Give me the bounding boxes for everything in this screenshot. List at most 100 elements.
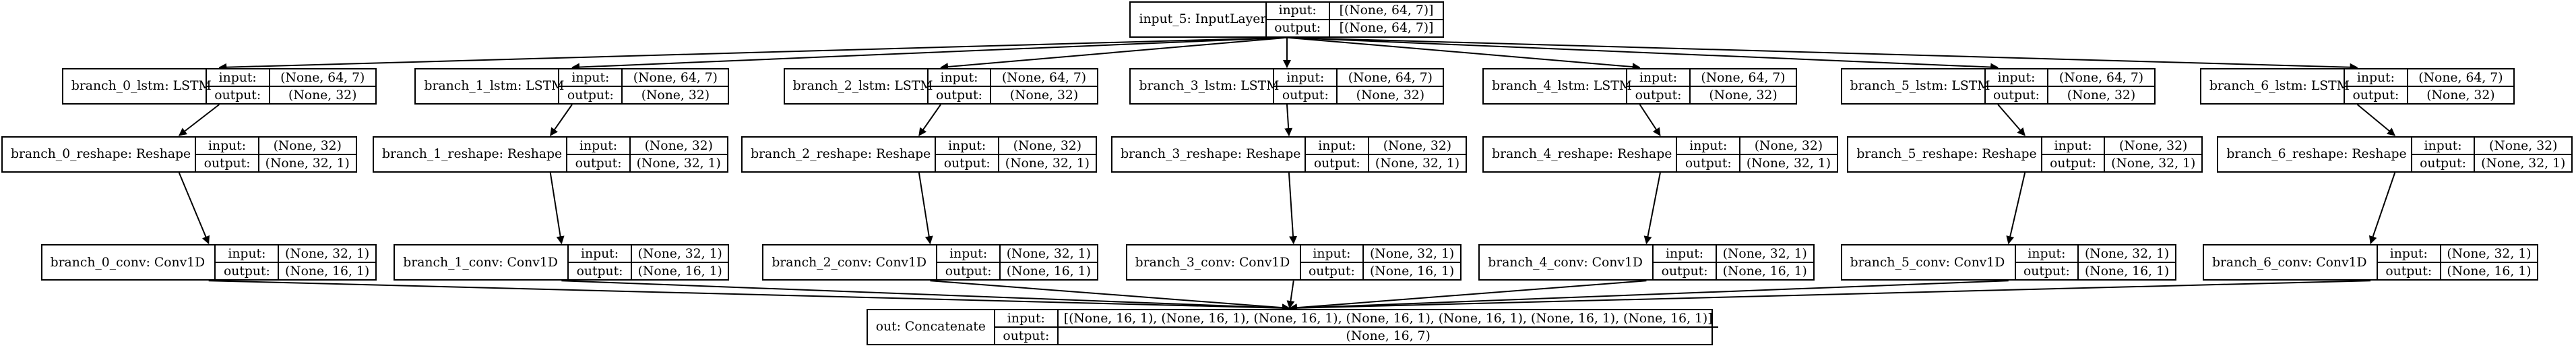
output-shape: (None, 32, 1) <box>1005 156 1090 171</box>
input-row: input: (None, 32) <box>936 138 1095 154</box>
output-row: output:(None, 32) <box>1627 86 1796 103</box>
edge-conv2-to-out <box>930 280 1290 312</box>
input-row: input:(None, 32) <box>1306 138 1465 154</box>
input-row: input:(None, 32) <box>1677 138 1836 154</box>
output-shape: (None, 32, 1) <box>636 156 721 171</box>
input-label: input: <box>2345 69 2408 86</box>
layer-ports: input: [(None, 16, 1), (None, 16, 1), (No… <box>995 310 1718 344</box>
input-label: input: <box>937 245 1001 262</box>
output-row: output:(None, 16, 1) <box>569 262 728 280</box>
layer-ports: input:(None, 32)output:(None, 32, 1) <box>1677 138 1837 171</box>
layer-ports: input:(None, 64, 7)output:(None, 32) <box>559 69 728 103</box>
output-shape: [(None, 64, 7)] <box>1339 21 1434 36</box>
output-shape: (None, 16, 1) <box>1006 264 1091 279</box>
input-shape: (None, 32, 1) <box>1722 246 1807 261</box>
output-row: output:(None, 32) <box>2345 86 2514 103</box>
edge-resh3-to-conv3 <box>1288 172 1298 245</box>
input-label: input: <box>567 138 631 154</box>
output-label: output: <box>937 263 1001 280</box>
input-row: input:(None, 32, 1) <box>937 245 1096 262</box>
input-shape: (None, 32) <box>1013 138 1082 153</box>
layer-ports: input:(None, 32, 1)output: (None, 16, 1) <box>937 245 1097 280</box>
edge-lstm4-to-resh4 <box>1639 104 1661 136</box>
edge-conv5-to-out <box>1288 280 2009 312</box>
output-label: output: <box>2412 155 2476 171</box>
input-row: input:[(None, 64, 7)] <box>1267 2 1443 19</box>
layer-name: branch_5_lstm: LSTM <box>1842 69 1990 103</box>
input-label: input: <box>559 69 623 86</box>
layer-name: branch_1_reshape: Reshape <box>374 138 568 171</box>
edge-lstm1-to-resh1 <box>549 104 573 136</box>
input-row: input:(None, 64, 7) <box>1986 69 2154 86</box>
output-row: output:(None, 16, 1) <box>2015 262 2175 280</box>
layer-ports: input:(None, 32, 1)output:(None, 16, 1) <box>1300 245 1460 280</box>
output-row: output:(None, 32) <box>928 86 1097 103</box>
output-shape: (None, 16, 7) <box>1346 328 1431 343</box>
input-shape: (None, 64, 7) <box>1001 70 1087 85</box>
input-label: input: <box>936 138 1000 154</box>
edge-input-to-lstm4 <box>1286 36 1641 71</box>
input-shape: (None, 64, 7) <box>1348 70 1433 85</box>
output-label: output: <box>216 263 280 280</box>
input-row: input:(None, 64, 7) <box>559 69 728 86</box>
edge-lstm5-to-resh5 <box>1997 104 2025 136</box>
input-shape: (None, 32) <box>1383 138 1452 153</box>
layer-ports: input:(None, 32)output:(None, 32, 1) <box>567 138 727 171</box>
layer-ports: input:(None, 64, 7)output:(None, 32) <box>1985 69 2154 103</box>
edge-conv1-to-out <box>561 280 1290 312</box>
layer-name: branch_3_conv: Conv1D <box>1127 245 1301 280</box>
layer-ports: input:(None, 64, 7)output:(None, 32) <box>1627 69 1796 103</box>
output-shape: (None, 16, 1) <box>1722 264 1807 279</box>
edge-conv0-to-out <box>208 280 1290 312</box>
input-shape: [(None, 16, 1), (None, 16, 1), (None, 16… <box>1063 311 1713 326</box>
input-label: input: <box>216 245 280 262</box>
layer-ports: input:(None, 64, 7)output:(None, 32) <box>928 69 1097 103</box>
edge-conv6-to-out <box>1288 280 2371 312</box>
input-row: input:(None, 32, 1) <box>2016 245 2175 262</box>
layer-name: branch_3_reshape: Reshape <box>1112 138 1307 171</box>
edge-lstm2-to-resh2 <box>918 104 941 136</box>
input-row: input:(None, 64, 7) <box>1274 69 1443 86</box>
output-row: output:(None, 32) <box>559 86 728 103</box>
output-shape: (None, 32) <box>288 88 357 103</box>
output-row: output:(None, 32) <box>206 86 375 103</box>
edge-resh2-to-conv2 <box>918 172 933 245</box>
input-label: input: <box>196 138 259 154</box>
output-row: output:(None, 32, 1) <box>2412 154 2571 171</box>
edge-resh0-to-conv0 <box>178 172 210 245</box>
layer-ports: input:(None, 32)output:(None, 32, 1) <box>936 138 1096 171</box>
output-label: output: <box>1274 87 1338 103</box>
output-row: output:(None, 16, 7) <box>995 326 1718 344</box>
output-row: output:(None, 32, 1) <box>1306 154 1466 171</box>
input-label: input: <box>1677 138 1741 154</box>
output-shape: (None, 32) <box>641 88 710 103</box>
input-label: input: <box>569 245 632 262</box>
layer-ports: input:(None, 64, 7)output:(None, 32) <box>206 69 375 103</box>
layer-name: branch_1_conv: Conv1D <box>395 245 569 280</box>
output-row: output: (None, 16, 1) <box>937 262 1097 280</box>
output-row: output:(None, 32, 1) <box>1677 154 1837 171</box>
output-shape: (None, 16, 1) <box>637 264 722 279</box>
input-label: input: <box>995 310 1059 326</box>
output-label: output: <box>1301 263 1364 280</box>
output-row: output:(None, 32) <box>1274 86 1443 103</box>
input-shape: (None, 64, 7) <box>2059 70 2144 85</box>
edge-resh1-to-conv1 <box>549 172 565 245</box>
layer-name: branch_2_reshape: Reshape <box>743 138 937 171</box>
layer-name: branch_6_conv: Conv1D <box>2204 245 2378 280</box>
output-row: output:[(None, 64, 7)] <box>1266 18 1443 36</box>
layer-ports: input:(None, 32, 1)output:(None, 16, 1) <box>1654 245 1813 280</box>
